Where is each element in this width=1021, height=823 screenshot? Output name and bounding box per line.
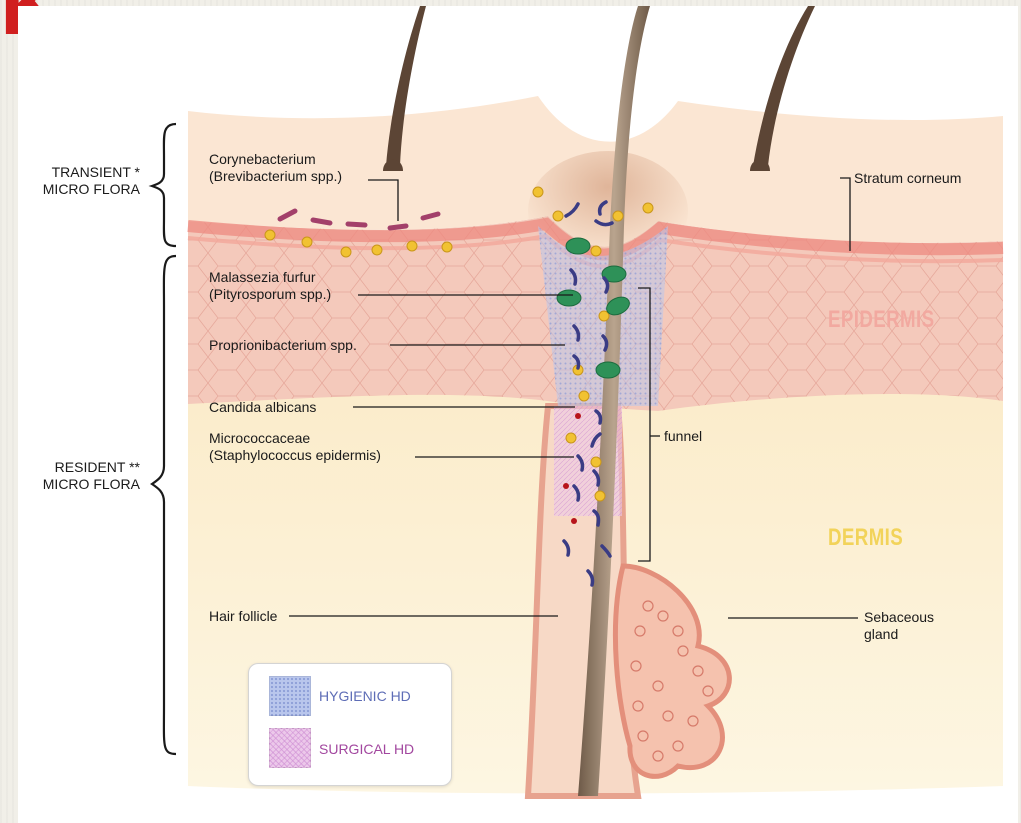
- malassezia-label: Malassezia furfur (Pityrosporum spp.): [209, 269, 331, 303]
- funnel-label: funnel: [664, 428, 702, 445]
- hygienic-legend-label: HYGIENIC HD: [319, 688, 411, 705]
- epidermis-layer-label: EPIDERMIS: [828, 306, 934, 334]
- resident-label-line2: MICRO FLORA: [18, 476, 140, 493]
- corynebacterium-line1: Corynebacterium: [209, 151, 342, 168]
- micrococcaceae-label: Micrococcaceae (Staphylococcus epidermis…: [209, 430, 381, 464]
- resident-label-line1: RESIDENT **: [18, 459, 140, 476]
- sebaceous-line1: Sebaceous: [864, 609, 934, 626]
- dermis-layer-label: DERMIS: [828, 524, 903, 552]
- transient-label-line1: TRANSIENT *: [18, 164, 140, 181]
- transient-label: TRANSIENT * MICRO FLORA: [18, 164, 140, 198]
- transient-brace: [152, 124, 176, 246]
- sebaceous-gland-label: Sebaceous gland: [864, 609, 934, 643]
- malassezia-line1: Malassezia furfur: [209, 269, 331, 286]
- surgical-swatch: [269, 728, 311, 768]
- corynebacterium-label: Corynebacterium (Brevibacterium spp.): [209, 151, 342, 185]
- resident-brace: [152, 256, 176, 754]
- micrococcaceae-line1: Micrococcaceae: [209, 430, 381, 447]
- sebaceous-line2: gland: [864, 626, 934, 643]
- malassezia-line2: (Pityrosporum spp.): [209, 286, 331, 303]
- legend: HYGIENIC HD SURGICAL HD: [248, 663, 452, 786]
- diagram-panel: EPIDERMIS DERMIS TRANSIENT * MICRO FLORA…: [18, 6, 1018, 823]
- transient-label-line2: MICRO FLORA: [18, 181, 140, 198]
- proprionibacterium-label: Proprionibacterium spp.: [209, 337, 357, 354]
- micrococcaceae-line2: (Staphylococcus epidermis): [209, 447, 381, 464]
- skin-illustration: [18, 6, 1018, 823]
- candida-label: Candida albicans: [209, 399, 316, 416]
- corynebacterium-line2: (Brevibacterium spp.): [209, 168, 342, 185]
- hygienic-swatch: [269, 676, 311, 716]
- stratum-corneum-label: Stratum corneum: [854, 170, 961, 187]
- surgical-legend-label: SURGICAL HD: [319, 741, 414, 758]
- resident-label: RESIDENT ** MICRO FLORA: [18, 459, 140, 493]
- hair-follicle-label: Hair follicle: [209, 608, 277, 625]
